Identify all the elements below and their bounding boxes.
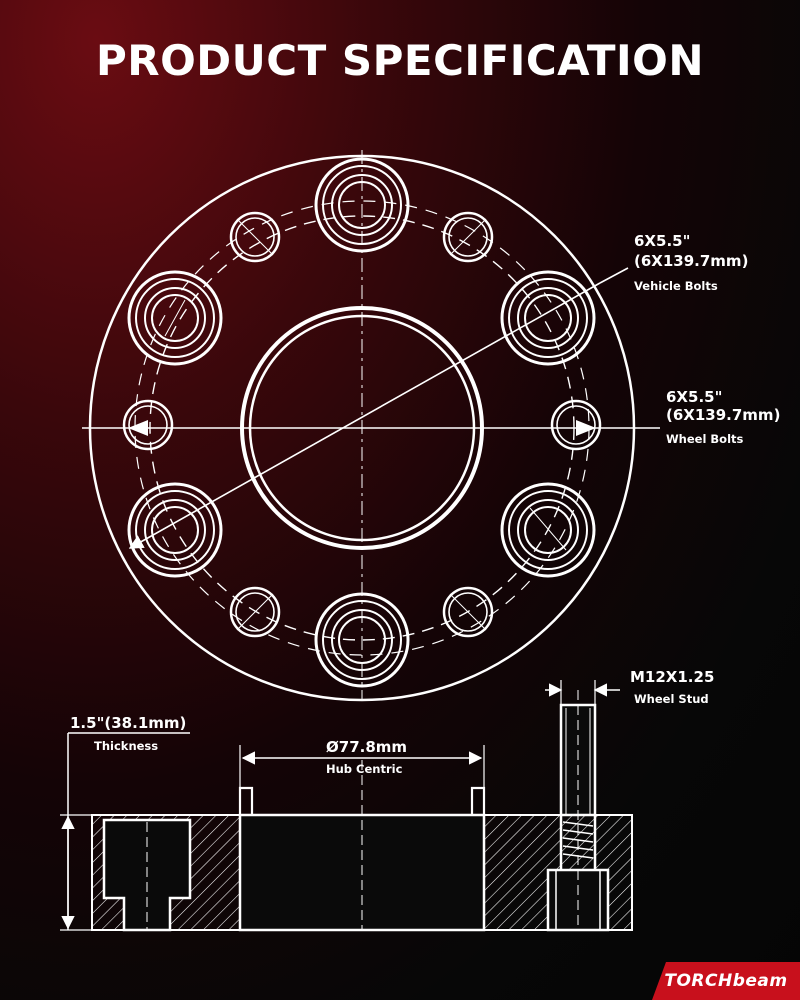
vehicle-bolt-diameter-line [128,282,601,549]
wheel-bolts-metric: (6X139.7mm) [666,406,781,424]
vehicle-bolts-metric: (6X139.7mm) [634,252,749,270]
front-view [82,150,660,702]
vehicle-bolt-hole-upper-left [127,270,223,366]
wheel-stud-size: M12X1.25 [630,668,715,686]
hub-centric-caption: Hub Centric [326,762,403,776]
page-title: PRODUCT SPECIFICATION [95,36,705,85]
thickness-value: 1.5"(38.1mm) [70,714,187,732]
wheel-bolt-hole [122,399,174,451]
wheel-stud-caption: Wheel Stud [634,692,709,706]
vehicle-bolts-pattern: 6X5.5" [634,232,691,250]
wheel-bolt-hole [442,211,494,263]
wheel-bolts-pattern: 6X5.5" [666,388,723,406]
vehicle-bolt-holes [127,157,596,688]
section-view [60,680,633,932]
wheel-bolt-holes [122,211,602,638]
vehicle-bolts-caption: Vehicle Bolts [634,279,718,293]
vehicle-bolt-hole-upper-right [500,270,596,366]
brand-badge: TORCHbeam [652,962,800,1000]
thickness-caption: Thickness [94,739,159,753]
vehicle-bolt-hole-lower-left [127,482,223,578]
vehicle-bolt-hole-lower-right [500,482,596,578]
hub-centric-diameter: Ø77.8mm [326,738,408,756]
wheel-bolt-hole [229,211,281,263]
wheel-bolts-caption: Wheel Bolts [666,432,744,446]
wheel-bolt-hole [550,399,602,451]
wheel-bolt-hole [442,586,494,638]
brand-logo: TORCHbeam [664,971,788,991]
wheel-bolt-hole [229,586,281,638]
